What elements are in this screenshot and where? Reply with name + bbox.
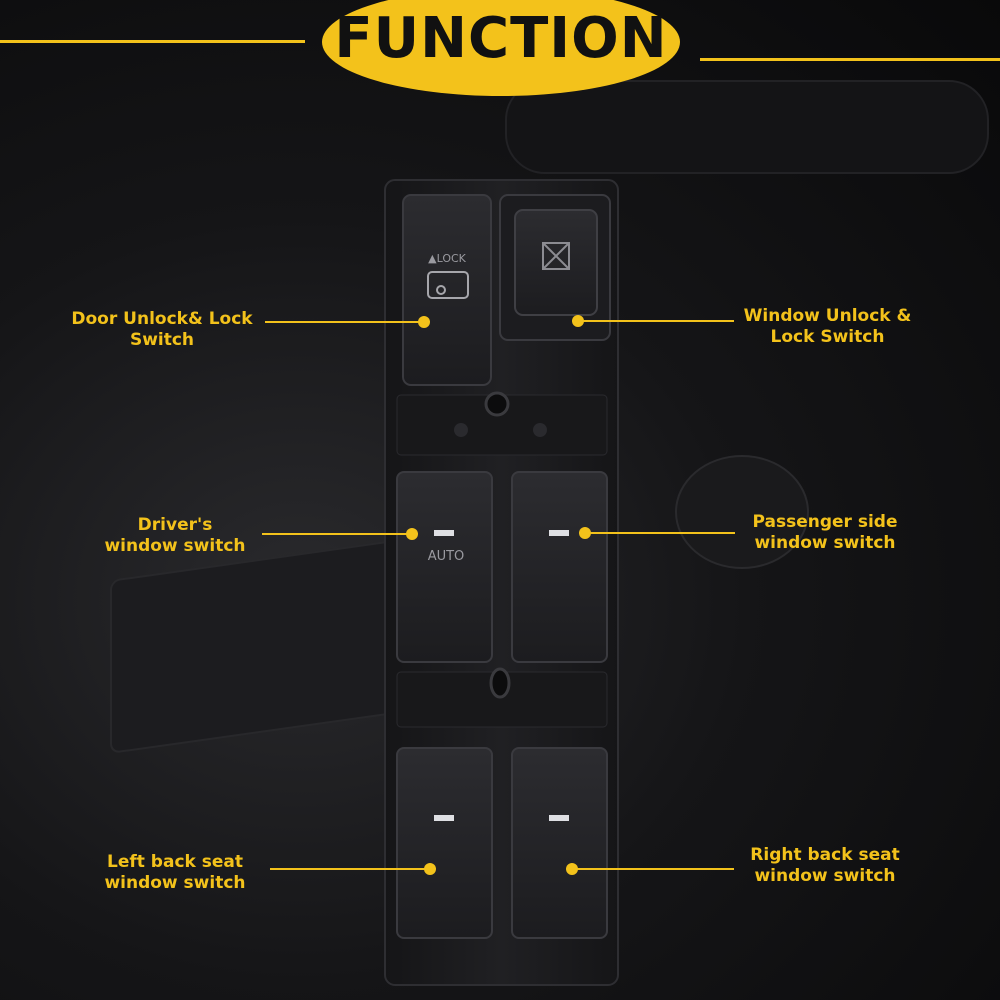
callout-right-back-line [572,868,734,870]
callout-passenger-line [585,532,735,534]
window-lock-icon [542,242,570,270]
callout-driver-dot [406,528,418,540]
left-back-window-switch [396,747,493,939]
passenger-window-switch [511,471,608,663]
driver-window-switch [396,471,493,663]
callout-passenger-dot [579,527,591,539]
background-door-handle [505,80,989,174]
passenger-indicator [549,530,569,536]
callout-door-lock-line [265,321,425,323]
background-mirror-control [675,455,809,569]
key-icon [436,285,446,295]
callout-driver-line [262,533,412,535]
callout-left-back-line [270,868,430,870]
driver-indicator [434,530,454,536]
title-badge [322,0,680,96]
door-lock-switch [402,194,492,386]
door-icon [427,271,469,299]
header-right-line [700,58,1000,61]
callout-right-back-dot [566,863,578,875]
callout-door-lock-dot [418,316,430,328]
page-title: FUNCTION [334,6,668,71]
callout-window-lock-dot [572,315,584,327]
callout-window-lock-line [578,320,734,322]
right-back-indicator [549,815,569,821]
header-left-line [0,40,305,43]
auto-text: AUTO [428,549,465,564]
callout-window-lock-label: Window Unlock &Lock Switch [743,306,912,347]
lock-button-text: ▲LOCK [428,252,467,265]
left-back-indicator [434,815,454,821]
callout-left-back-dot [424,863,436,875]
right-back-window-switch [511,747,608,939]
